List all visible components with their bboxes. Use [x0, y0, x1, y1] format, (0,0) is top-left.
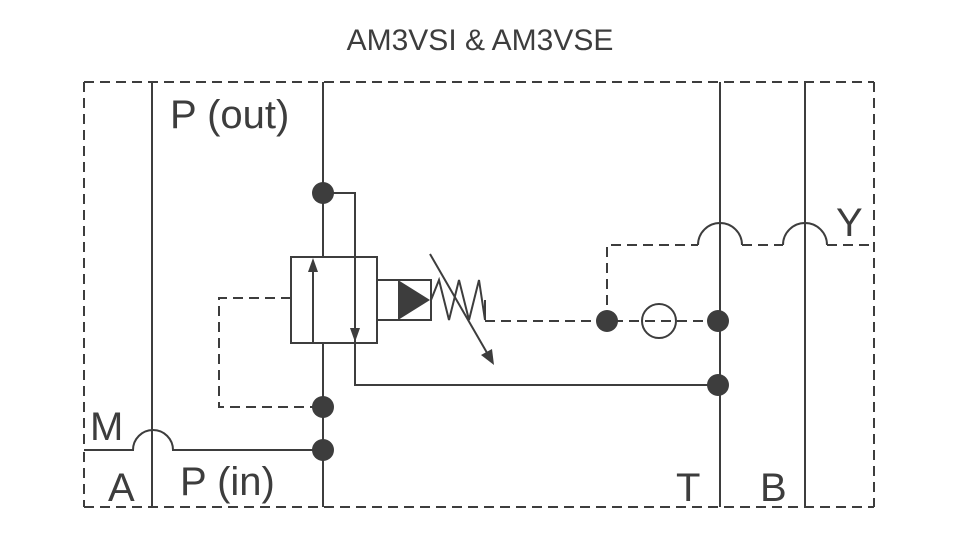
- port-label-p-in: P (in): [180, 460, 275, 504]
- junction-dot: [312, 182, 334, 204]
- valve-body: [290, 256, 378, 344]
- valve-outlet-to-tank-line: [354, 340, 718, 386]
- port-label-y: Y: [836, 201, 863, 245]
- junction-dot: [312, 439, 334, 461]
- port-label-b: B: [760, 466, 787, 510]
- port-label-p-out: P (out): [170, 93, 289, 137]
- port-label-t: T: [676, 466, 700, 510]
- orifice-icon: [641, 303, 677, 339]
- junction-dot: [596, 310, 618, 332]
- outer-boundary: [83, 81, 875, 508]
- junction-dot: [312, 396, 334, 418]
- port-label-m: M: [90, 405, 123, 449]
- junction-dot: [707, 310, 729, 332]
- y-hop-tank: [697, 222, 743, 246]
- pilot-line-left: [218, 297, 323, 408]
- spring-icon: [430, 276, 486, 321]
- y-hop-b: [782, 222, 828, 246]
- valve-inlet-line: [323, 192, 356, 262]
- junction-dot: [707, 374, 729, 396]
- diagram-title: AM3VSI & AM3VSE: [347, 24, 614, 57]
- adjustable-arrow-icon: [429, 253, 494, 365]
- y-pilot-line-a: [606, 244, 698, 321]
- port-label-a: A: [108, 466, 135, 510]
- m-port-line: [84, 429, 323, 451]
- solenoid-icon: [376, 279, 432, 321]
